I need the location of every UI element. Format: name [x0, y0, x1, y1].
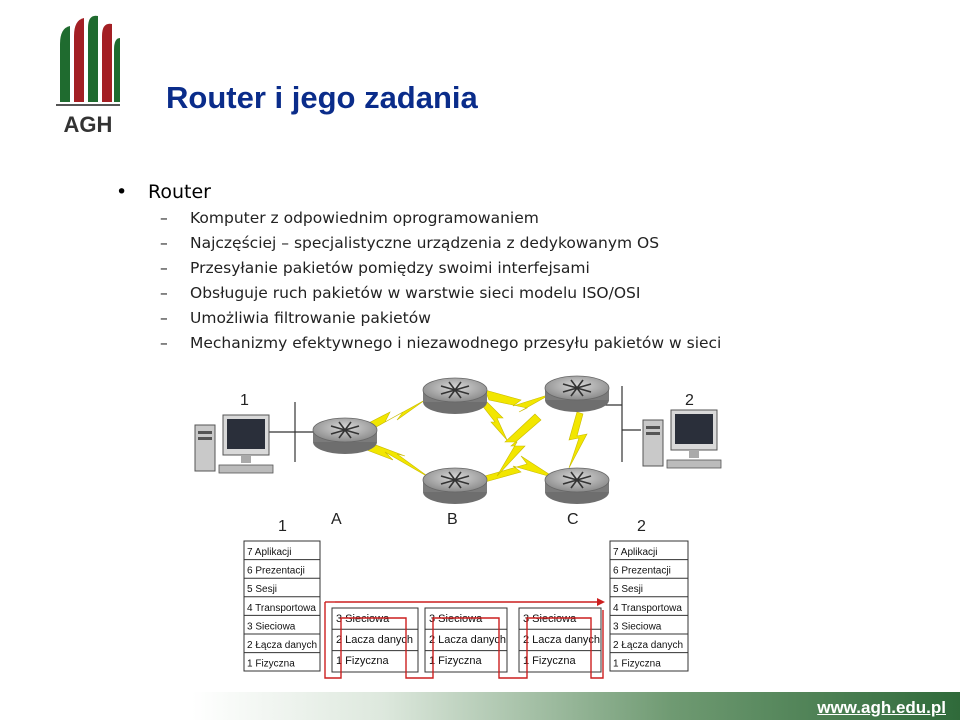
network-diagram-svg: 1 2 1 A B C 2 7 Aplikacji 6 Prezentacji … [194, 375, 722, 679]
host-label-2: 2 [685, 392, 694, 409]
layer-label: 7 Aplikacji [613, 547, 657, 558]
slide-title: Router i jego zadania [166, 80, 478, 115]
computer-1-icon [194, 414, 274, 474]
link-lightning [496, 413, 542, 477]
link-lightning [568, 411, 588, 469]
layer-label: 3 Sieciowa [247, 621, 296, 632]
main-bullet: • Router [116, 181, 211, 203]
layer-label: 7 Aplikacji [247, 547, 291, 558]
sub-bullet-list: –Komputer z odpowiednim oprogramowaniem … [160, 206, 721, 356]
layer-label: 3 Sieciowa [429, 613, 483, 625]
layer-label: 2 Łącza danych [613, 640, 683, 651]
host-label-1: 1 [240, 392, 249, 409]
footer-url-link[interactable]: www.agh.edu.pl [817, 698, 946, 717]
layer-label: 2 Lacza danych [336, 634, 413, 646]
packet-path [324, 610, 604, 679]
sub-bullet-text: Mechanizmy efektywnego i niezawodnego pr… [190, 334, 722, 352]
layer-label: 6 Prezentacji [247, 566, 305, 577]
router-label-b: B [447, 511, 458, 528]
computer-2-icon [642, 409, 722, 469]
sub-bullet: –Obsługuje ruch pakietów w warstwie siec… [160, 284, 641, 302]
layer-label: 2 Łącza danych [247, 640, 317, 651]
sub-bullet-text: Komputer z odpowiednim oprogramowaniem [190, 209, 539, 227]
link-lightning [484, 389, 552, 413]
host-stack-2: 7 Aplikacji 6 Prezentacji 5 Sesji 4 Tran… [609, 540, 689, 672]
sub-bullet-text: Umożliwia filtrowanie pakietów [190, 309, 431, 327]
sub-bullet: –Mechanizmy efektywnego i niezawodnego p… [160, 334, 722, 352]
bullet-dot: • [116, 181, 128, 203]
layer-label: 4 Transportowa [247, 603, 316, 614]
layer-label: 5 Sesji [613, 584, 643, 595]
host-stack-1: 7 Aplikacji 6 Prezentacji 5 Sesji 4 Tran… [243, 540, 321, 672]
sub-bullet-text: Przesyłanie pakietów pomiędzy swoimi int… [190, 259, 590, 277]
router-icon [422, 467, 488, 505]
layer-label: 3 Sieciowa [336, 613, 390, 625]
endpoint-label-2: 2 [637, 518, 646, 535]
router-icon [312, 417, 378, 455]
router-icon [544, 375, 610, 413]
sub-bullet-text: Najczęściej – specjalistyczne urządzenia… [190, 234, 660, 252]
footer-bar [0, 692, 960, 720]
layer-label: 4 Transportowa [613, 603, 682, 614]
agh-logo-graphic: AGH [56, 15, 120, 137]
link-lightning [484, 455, 556, 483]
layer-label: 1 Fizyczna [336, 655, 389, 667]
network-diagram: 1 2 1 A B C 2 7 Aplikacji 6 Prezentacji … [185, 360, 745, 690]
layer-label: 3 Sieciowa [523, 613, 577, 625]
layer-label: 3 Sieciowa [613, 621, 662, 632]
sub-bullet: –Przesyłanie pakietów pomiędzy swoimi in… [160, 259, 590, 277]
sub-bullet: –Najczęściej – specjalistyczne urządzeni… [160, 234, 660, 252]
router-icon [544, 467, 610, 505]
endpoint-label-1: 1 [278, 518, 287, 535]
agh-logo: AGH [52, 14, 124, 137]
layer-label: 2 Lacza danych [523, 634, 600, 646]
router-icon [422, 377, 488, 415]
layer-label: 5 Sesji [247, 584, 277, 595]
layer-label: 6 Prezentacji [613, 566, 671, 577]
layer-label: 1 Fizyczna [247, 659, 295, 670]
sub-bullet: –Komputer z odpowiednim oprogramowaniem [160, 209, 539, 227]
router-label-c: C [567, 511, 579, 528]
router-label-a: A [331, 511, 342, 528]
main-bullet-text: Router [148, 181, 211, 203]
sub-bullet-text: Obsługuje ruch pakietów w warstwie sieci… [190, 284, 641, 302]
layer-label: 1 Fizyczna [613, 659, 661, 670]
layer-label: 2 Lacza danych [429, 634, 506, 646]
layer-label: 1 Fizyczna [523, 655, 576, 667]
sub-bullet: –Umożliwia filtrowanie pakietów [160, 309, 431, 327]
path-arrowhead [597, 598, 605, 606]
logo-text: AGH [64, 112, 113, 136]
layer-label: 1 Fizyczna [429, 655, 482, 667]
